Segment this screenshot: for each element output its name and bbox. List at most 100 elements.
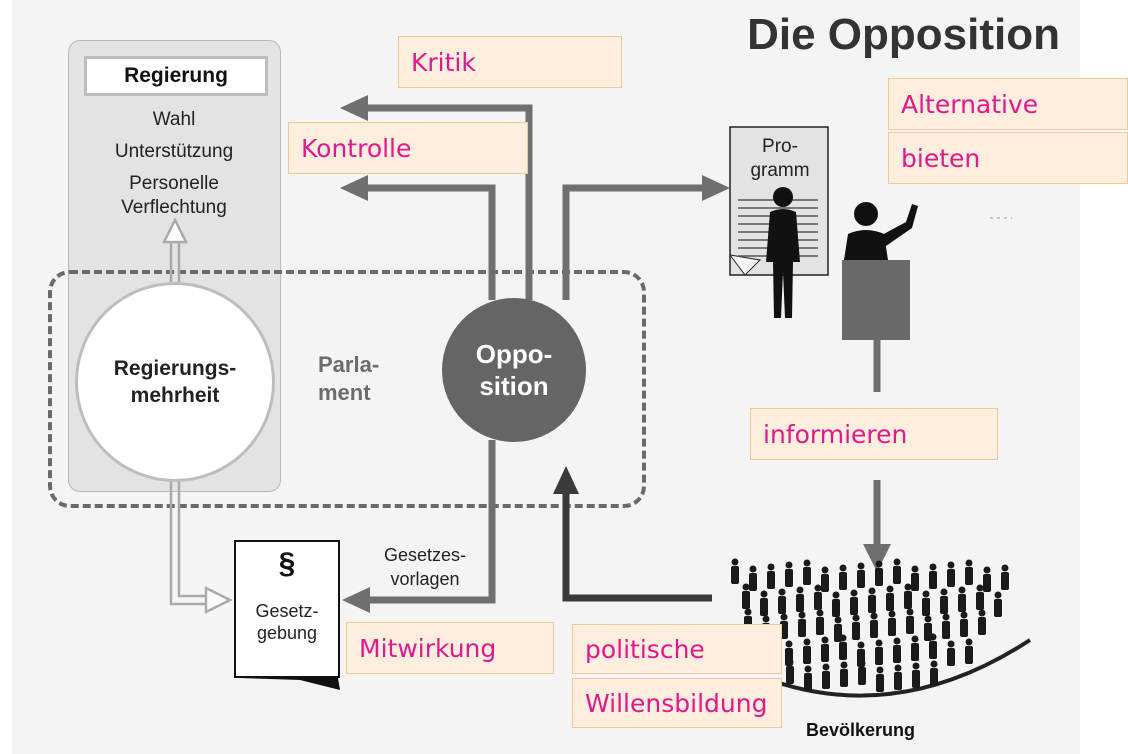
- regierung-line-personelle: Personelle: [129, 173, 219, 194]
- gesetzgebung-document: [234, 540, 340, 678]
- crowd-person: [886, 585, 894, 611]
- crowd-person: [816, 609, 824, 635]
- crowd-person: [911, 565, 919, 591]
- annotation-kritik: Kritik: [398, 36, 622, 88]
- gesetzesvorlagen-arrowhead: [342, 587, 370, 613]
- kontrolle-arrowhead: [340, 175, 368, 201]
- crowd-person: [876, 666, 884, 692]
- speaker-figure: [844, 202, 918, 260]
- crowd-person: [906, 608, 914, 634]
- mehrheit-to-regierung-arrowhead: [161, 217, 189, 244]
- crowd-person: [994, 591, 1002, 617]
- gesetzesvorlagen-label-line1: Gesetzes-: [383, 545, 467, 565]
- gesetzesvorlagen-label-line2: vorlagen: [390, 569, 460, 589]
- opposition-label-line1: Oppo-: [475, 339, 553, 369]
- crowd-person: [821, 566, 829, 592]
- crowd-person: [888, 610, 896, 636]
- mehrheit-to-gesetzgebung-arrowhead: [204, 585, 233, 615]
- crowd-person: [960, 611, 968, 637]
- crowd-person: [767, 563, 775, 589]
- crowd-person: [803, 638, 811, 664]
- mehrheit-to-regierung-arrow: [169, 240, 181, 282]
- crowd-person: [814, 584, 822, 610]
- crowd-person: [839, 634, 847, 660]
- gesetzgebung-label-line1: Gesetz-: [255, 601, 319, 621]
- crowd-person: [840, 661, 848, 687]
- gesetzgebung-page-fold: [240, 678, 340, 690]
- crowd-person: [965, 638, 973, 664]
- regierungsmehrheit-label-line1: Regierungs-: [113, 357, 237, 380]
- crowd-person: [947, 640, 955, 666]
- annotation-bieten: bieten: [888, 132, 1128, 184]
- willensbildung-arrow: [562, 490, 712, 602]
- annotation-politische: politische: [572, 624, 782, 674]
- crowd-person: [929, 633, 937, 659]
- crowd-person: [749, 565, 757, 591]
- gesetzgebung-label-line2: gebung: [256, 623, 318, 643]
- crowd-person: [839, 564, 847, 590]
- man-figure: [766, 187, 800, 318]
- opposition-circle: Oppo- sition: [442, 298, 586, 442]
- crowd-person: [778, 588, 786, 614]
- parlament-label-line2: ment: [318, 380, 371, 405]
- regierung-label: Regierung: [84, 56, 268, 96]
- crowd-person: [858, 659, 866, 685]
- annotation-mitwirkung: Mitwirkung: [346, 622, 554, 674]
- crowd-person: [929, 563, 937, 589]
- crowd-person: [850, 589, 858, 615]
- paragraph-symbol: §: [278, 547, 296, 580]
- parlament-label-line1: Parla-: [318, 352, 380, 377]
- crowd-person: [822, 663, 830, 689]
- crowd-person: [832, 591, 840, 617]
- opposition-label-line2: sition: [479, 371, 549, 401]
- crowd-person: [798, 611, 806, 637]
- crowd-person: [852, 614, 860, 640]
- bevoelkerung-label: Bevölkerung: [806, 720, 916, 740]
- crowd-person: [930, 660, 938, 686]
- programm-page-curl: [728, 254, 762, 276]
- crowd-person: [1001, 564, 1009, 590]
- crowd-person: [821, 636, 829, 662]
- diagram-title: Die Opposition: [747, 10, 1060, 59]
- annotation-willensbildung: Willensbildung: [572, 678, 782, 728]
- programm-label-line1: Pro-: [762, 136, 798, 157]
- crowd-person: [893, 558, 901, 584]
- crowd-person: [731, 558, 739, 584]
- gesetzesvorlagen-arrow: [368, 440, 496, 604]
- mehrheit-to-gesetzgebung-arrow: [169, 480, 206, 606]
- programm-arrowhead: [702, 175, 730, 201]
- crowd-person: [803, 559, 811, 585]
- crowd-person: [804, 665, 812, 691]
- lectern: [842, 260, 910, 340]
- crowd-person: [976, 584, 984, 610]
- regierung-line-wahl: Wahl: [152, 109, 196, 130]
- crowd-person: [780, 613, 788, 639]
- programm-label-line2: gramm: [750, 160, 810, 181]
- crowd-person: [911, 635, 919, 661]
- crowd-person: [912, 662, 920, 688]
- crowd-person: [965, 559, 973, 585]
- crowd-person: [922, 590, 930, 616]
- regierung-line-verflechtung: Verflechtung: [121, 197, 227, 218]
- annotation-kontrolle: Kontrolle: [288, 122, 528, 174]
- crowd-person: [875, 639, 883, 665]
- crowd-person: [940, 588, 948, 614]
- crowd-person: [760, 590, 768, 616]
- crowd-person: [978, 609, 986, 635]
- crowd-person: [947, 561, 955, 587]
- parlament-frame: [48, 270, 646, 508]
- crowd-person: [857, 562, 865, 588]
- crowd-person: [942, 613, 950, 639]
- crowd-person: [958, 586, 966, 612]
- crowd-person: [785, 561, 793, 587]
- crowd-person: [875, 560, 883, 586]
- kontrolle-arrow: [366, 184, 496, 300]
- programm-arrow: [562, 184, 705, 300]
- willensbildung-arrowhead: [553, 466, 579, 494]
- annotation-alternative: Alternative: [888, 78, 1128, 130]
- kritik-arrow: [366, 104, 533, 300]
- crowd-person: [904, 583, 912, 609]
- crowd-person: [983, 566, 991, 592]
